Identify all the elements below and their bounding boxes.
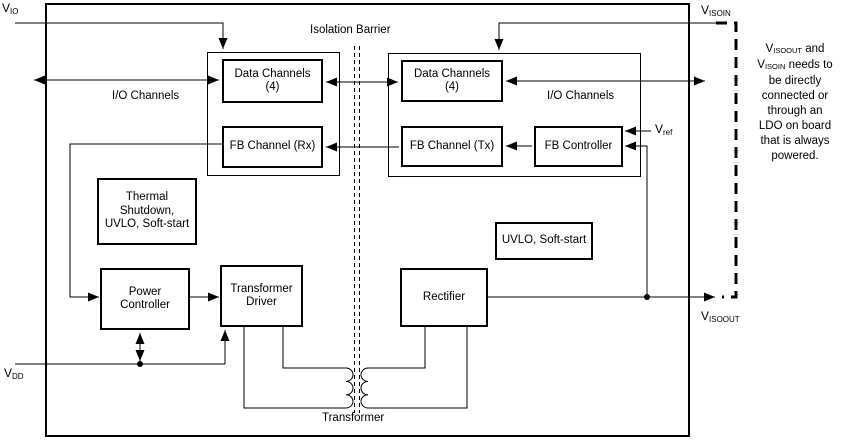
vdd-wire (15, 330, 230, 365)
vdd-pin-label: VDD (4, 367, 24, 383)
right-channel-group (388, 53, 641, 177)
rectifier-wires (368, 327, 468, 409)
note-line: connected or (761, 90, 829, 102)
note-sub2: ISOIN (764, 62, 786, 71)
vdd-pin-sub: DD (12, 372, 24, 381)
note-line: VISOIN needs to (738, 58, 852, 74)
visoin-pin-sub: ISOIN (709, 9, 731, 18)
io-channels-left-label: I/O Channels (112, 90, 180, 102)
external-connection-dashed (716, 21, 738, 299)
note-line: powered. (771, 150, 819, 162)
left-channel-group (207, 52, 340, 176)
data-channels-right-box: Data Channels (4) (401, 60, 503, 102)
transformer-driver-box: Transformer Driver (220, 265, 303, 327)
vdd-pin-base: V (4, 366, 13, 380)
vio-pin-sub: IO (10, 7, 19, 16)
junction-dots (137, 294, 650, 367)
power-controller-box: Power Controller (100, 268, 190, 330)
note-line: VISOOUT and (738, 42, 852, 58)
vref-pin-base: V (655, 122, 664, 136)
vref-pin-label: Vref (655, 123, 672, 139)
note-line: LDO on board (758, 120, 832, 132)
isolation-barrier-label: Isolation Barrier (310, 24, 391, 36)
vio-wire (15, 22, 228, 49)
visoin-wire (494, 22, 716, 50)
note-line: through an (767, 105, 823, 117)
io-channels-right-label: I/O Channels (547, 90, 615, 102)
visoout-pin-sub: ISOOUT (709, 315, 740, 324)
vref-pin-sub: ref (663, 128, 673, 137)
note-line: be directly (768, 75, 822, 87)
visoin-pin-base: V (701, 3, 710, 17)
note-v2: V (757, 59, 765, 71)
data-channels-left-box: Data Channels (4) (222, 59, 323, 103)
fb-controller-box: FB Controller (534, 126, 623, 167)
device-outline (45, 3, 690, 437)
transformer-driver-wires (243, 327, 346, 409)
connection-note: VISOOUT and VISOIN needs to be directly … (738, 42, 852, 164)
note-sub1: ISOOUT (773, 46, 803, 55)
visoin-pin-label: VISOIN (701, 4, 731, 20)
isolation-barrier-dashes (354, 46, 360, 413)
vio-pin-label: VIO (2, 2, 18, 18)
visoout-pin-label: VISOOUT (701, 310, 740, 326)
rectifier-box: Rectifier (400, 268, 488, 327)
visoout-feedback-wire (625, 141, 648, 297)
uvlo-soft-start-box: UVLO, Soft-start (495, 222, 593, 260)
note-line: that is always (760, 135, 830, 147)
note-rest1: and (802, 43, 825, 55)
fb-rx-output-wire (69, 143, 222, 302)
vio-pin-base: V (2, 1, 11, 15)
fb-channel-rx-box: FB Channel (Rx) (222, 126, 323, 168)
transformer-label: Transformer (322, 412, 385, 424)
fb-channel-tx-box: FB Channel (Tx) (401, 126, 503, 167)
note-rest2: needs to (785, 59, 833, 71)
thermal-shutdown-box: Thermal Shutdown, UVLO, Soft-start (97, 178, 197, 245)
note-v1: V (765, 43, 774, 55)
transformer-coils (345, 367, 369, 409)
visoout-pin-base: V (701, 309, 710, 323)
